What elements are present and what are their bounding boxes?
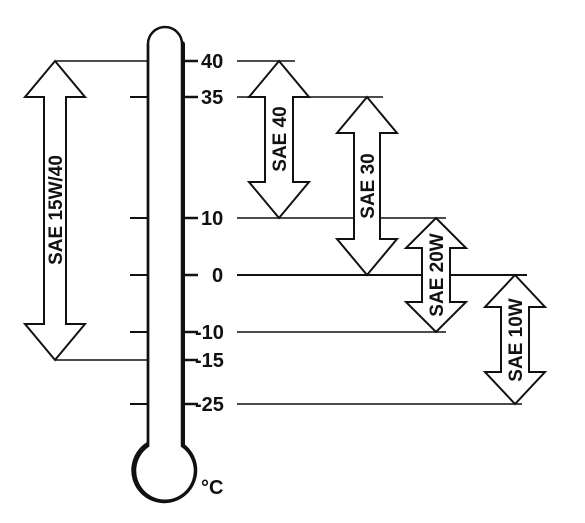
tick-label-minus-25: -25 <box>195 394 224 416</box>
thermometer-icon <box>131 25 198 504</box>
label-sae-15w40: SAE 15W/40 <box>46 155 67 265</box>
tick-labels: 40 35 10 0 -10 -15 -25 <box>195 51 224 416</box>
label-sae-10w: SAE 10W <box>506 298 527 381</box>
tick-label-0: 0 <box>212 265 223 287</box>
grade-labels: SAE 15W/40 SAE 40 SAE 30 SAE 20W SAE 10W <box>46 106 527 381</box>
tick-label-minus-10: -10 <box>195 322 224 344</box>
reference-lines <box>55 60 527 405</box>
arrow-sae-30 <box>334 95 400 277</box>
grade-arrows <box>22 59 548 406</box>
arrow-sae-20w <box>403 216 469 334</box>
tick-label-35: 35 <box>201 87 223 109</box>
thermometer-left-ticks <box>130 96 148 405</box>
tick-label-10: 10 <box>201 208 223 230</box>
tick-label-minus-15: -15 <box>195 350 224 372</box>
arrow-sae-15w40 <box>22 59 88 362</box>
tick-label-40: 40 <box>201 51 223 73</box>
unit-label: °C <box>201 477 223 499</box>
label-sae-40: SAE 40 <box>270 106 291 171</box>
arrow-sae-40 <box>246 59 312 220</box>
label-sae-20w: SAE 20W <box>427 233 448 316</box>
arrow-sae-10w <box>482 273 548 406</box>
label-sae-30: SAE 30 <box>358 153 379 218</box>
thermometer-right-ticks <box>184 59 198 406</box>
